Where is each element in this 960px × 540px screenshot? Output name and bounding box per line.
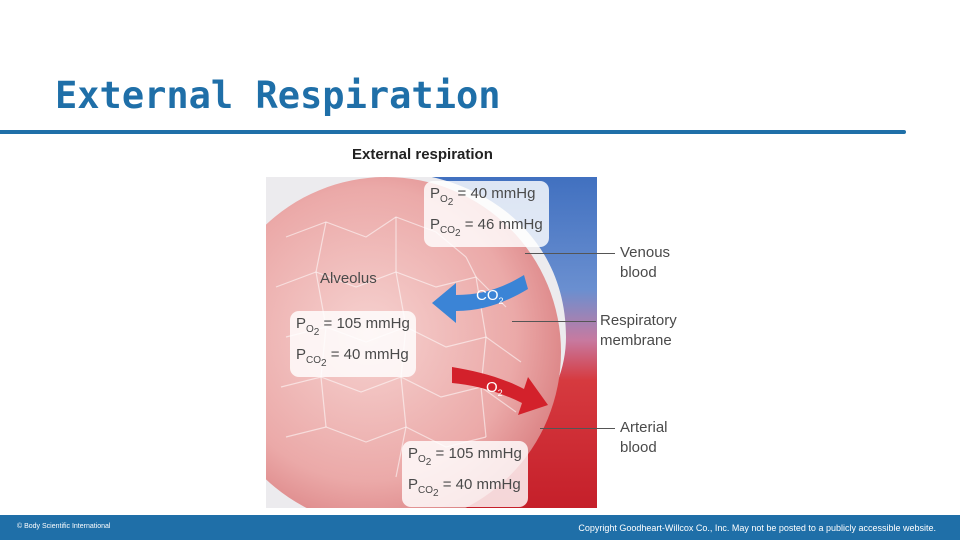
footer-copyright: Copyright Goodheart-Willcox Co., Inc. Ma… <box>578 523 936 533</box>
venous-callout-line <box>525 253 615 254</box>
slide-title: External Respiration <box>55 74 501 117</box>
venous-pco2: = 46 mmHg <box>464 216 543 233</box>
alveolus-label: Alveolus <box>320 270 377 287</box>
alveolar-pressure-box: PO2 = 105 mmHg PCO2 = 40 mmHg <box>290 311 416 377</box>
membrane-callout-line <box>512 321 596 322</box>
footer-credit: © Body Scientific International <box>17 523 111 530</box>
venous-po2: = 40 mmHg <box>457 185 536 202</box>
o2-arrow-label: O2 <box>486 379 503 398</box>
title-divider <box>0 130 906 134</box>
arterial-callout-line <box>540 428 615 429</box>
co2-arrow <box>432 275 528 323</box>
o2-arrow <box>452 367 548 415</box>
alveolar-pco2: = 40 mmHg <box>330 346 409 363</box>
arterial-po2: = 105 mmHg <box>435 445 522 462</box>
respiration-illustration: PO2 = 40 mmHg PCO2 = 46 mmHg Alveolus PO… <box>266 177 597 508</box>
figure-title: External respiration <box>352 146 493 163</box>
venous-pressure-box: PO2 = 40 mmHg PCO2 = 46 mmHg <box>424 181 549 247</box>
alveolar-po2: = 105 mmHg <box>323 315 410 332</box>
capillary-vessel <box>276 177 597 508</box>
arterial-pressure-box: PO2 = 105 mmHg PCO2 = 40 mmHg <box>402 441 528 507</box>
footer-bar: © Body Scientific International Copyrigh… <box>0 515 960 540</box>
co2-arrow-label: CO2 <box>476 287 504 306</box>
arterial-pco2: = 40 mmHg <box>442 476 521 493</box>
